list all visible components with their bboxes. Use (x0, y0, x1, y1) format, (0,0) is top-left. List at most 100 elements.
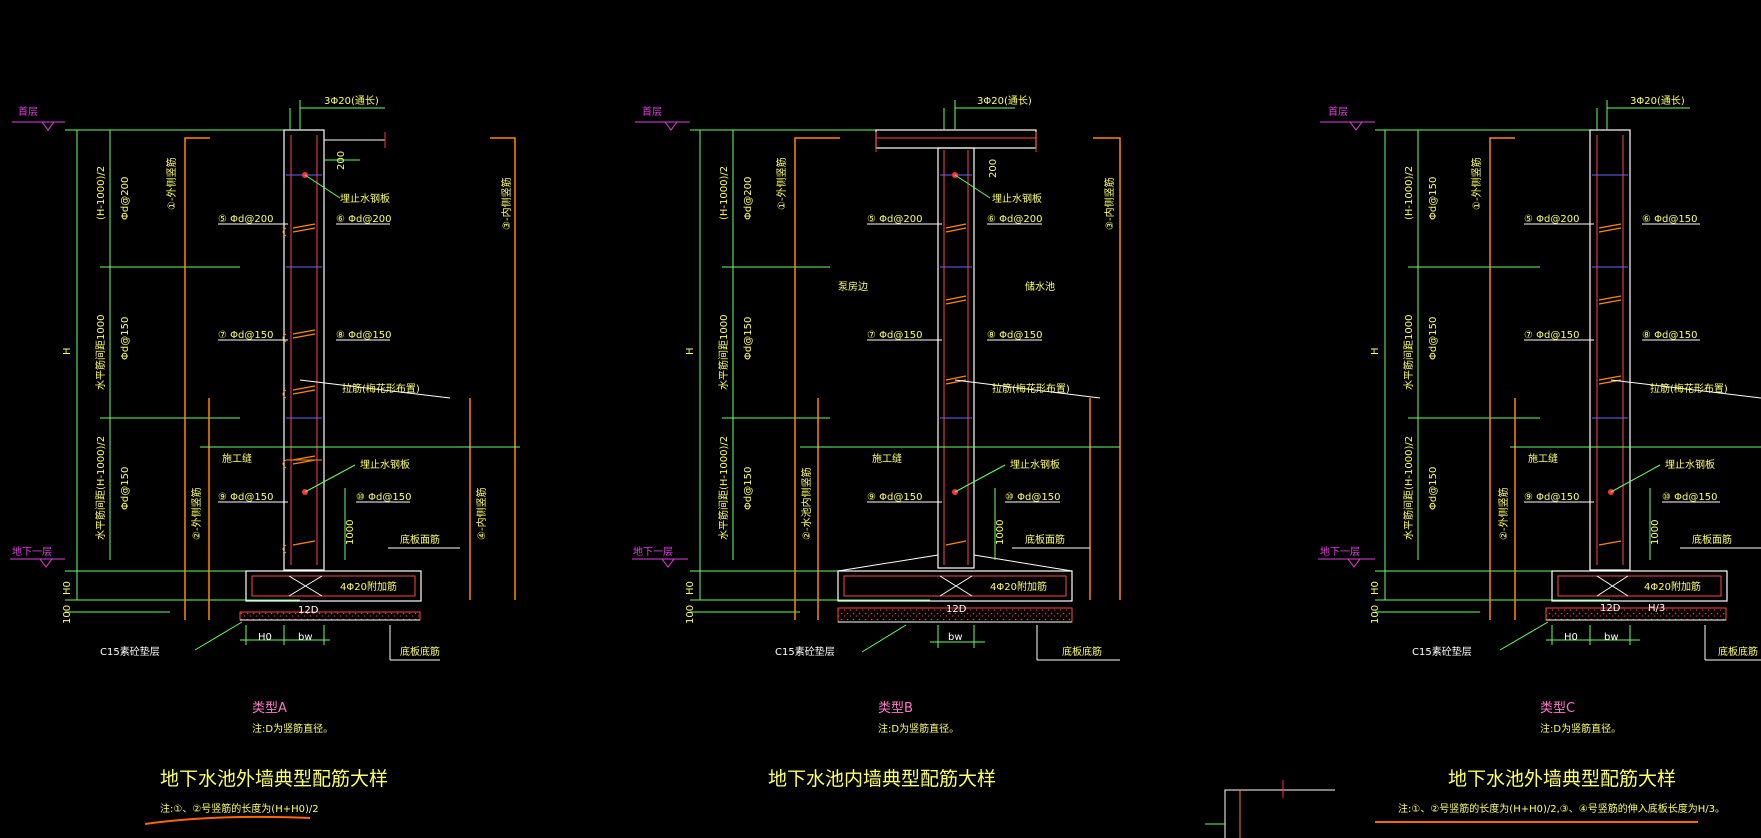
dim-1000: 1000 (345, 520, 356, 545)
dim-12d: 12D (946, 604, 967, 615)
note-d-diameter-a: 注:D为竖筋直径。 (252, 722, 333, 735)
rebar-label-outer-added: ②-外侧竖筋 (190, 487, 203, 540)
rebar-mark-6: ⑩ Φd@150 (1662, 492, 1717, 503)
dim-top-segment: (H-1000)/2 (719, 166, 730, 220)
detail-type-c: 首层 地下一层 H (H-1000)/2 水平筋间距1000 水平筋间距(H-1… (1318, 95, 1761, 823)
dim-mid-segment: 水平筋间距1000 (717, 315, 730, 390)
waterstop-top-label: 埋止水钢板 (340, 192, 390, 205)
rebar-spacing-top: Φd@200 (743, 177, 754, 220)
rebar-label-inner-added: ④-内侧竖筋 (475, 487, 488, 540)
rebar-spacing-bottom: Φd@150 (120, 467, 131, 510)
rebar-mark-5: ⑨ Φd@150 (218, 492, 273, 503)
dim-H: H (685, 347, 696, 355)
rebar-mark-2: ⑥ Φd@150 (1642, 214, 1697, 225)
rebar-label-outer-vertical: ①-外侧竖筋 (775, 157, 788, 210)
side-label-right: 储水池 (1025, 280, 1055, 293)
rebar-mark-2: ⑥ Φd@200 (336, 214, 391, 225)
rebar-spacing-mid: Φd@150 (1428, 317, 1439, 360)
rebar-mark-4: ⑧ Φd@150 (987, 330, 1042, 341)
rebar-mark-1: ⑤ Φd@200 (867, 214, 922, 225)
dim-bottom-segment: 水平筋间距(H-1000)/2 (1402, 436, 1415, 540)
rebar-mark-3: ⑦ Φd@150 (1524, 330, 1579, 341)
type-label-c: 类型C (1540, 701, 1575, 716)
dim-1000: 1000 (1650, 520, 1661, 545)
tie-bar-label: 拉筋(梅花形布置) (342, 382, 420, 395)
waterstop-bottom-label: 埋止水钢板 (1010, 458, 1060, 471)
footing-top-rebar-label: 底板面筋 (1025, 533, 1065, 546)
dim-H0: H0 (62, 581, 73, 595)
level-label-ground: 首层 (18, 105, 38, 118)
rebar-mark-1: ⑤ Φd@200 (1524, 214, 1579, 225)
rebar-mark-6: ⑩ Φd@150 (1005, 492, 1060, 503)
level-label-ground: 首层 (642, 105, 662, 118)
dim-1000: 1000 (995, 520, 1006, 545)
blinding-layer-label: C15素砼垫层 (100, 645, 160, 658)
dim-H-over-3: H/3 (1648, 603, 1665, 614)
rebar-mark-5: ⑨ Φd@150 (1524, 492, 1579, 503)
dim-200: 200 (336, 151, 347, 170)
rebar-label-outer-vertical: ①-外侧竖筋 (1470, 157, 1483, 210)
dim-H0-footing: H0 (258, 632, 272, 643)
dim-100: 100 (1370, 605, 1381, 624)
dim-bottom-segment: 水平筋间距(H-1000)/2 (717, 436, 730, 540)
tie-bar-label: 拉筋(梅花形布置) (1650, 382, 1728, 395)
rebar-mark-3: ⑦ Φd@150 (218, 330, 273, 341)
note-d-diameter-c: 注:D为竖筋直径。 (1540, 722, 1621, 735)
rebar-mark-1: ⑤ Φd@200 (218, 214, 273, 225)
footing-bottom-rebar-label: 底板底筋 (1718, 645, 1758, 658)
rebar-label-outer-added: ②-水池内侧竖筋 (800, 467, 813, 540)
rebar-label-inner-vertical: ③-内侧竖筋 (500, 177, 513, 230)
rebar-mark-4: ⑧ Φd@150 (336, 330, 391, 341)
dim-bottom-segment: 水平筋间距(H-1000)/2 (94, 436, 107, 540)
waterstop-top-label: 埋止水钢板 (992, 192, 1042, 205)
dim-mid-segment: 水平筋间距1000 (1402, 315, 1415, 390)
footing-top-rebar-label: 底板面筋 (1692, 533, 1732, 546)
level-label-basement: 地下一层 (633, 545, 673, 558)
dim-bw: bw (1604, 632, 1619, 643)
footing-added-bar-label: 4Φ20附加筋 (990, 580, 1047, 593)
waterstop-bottom-label: 埋止水钢板 (360, 458, 410, 471)
construction-joint-label: 施工缝 (872, 452, 902, 465)
rebar-spacing-top: Φd@200 (120, 177, 131, 220)
detail-type-a: 首层 地下一层 H (H-1000)/2 水平筋间距1000 水平筋间距(H-1… (10, 95, 520, 825)
partial-detail-fragment (1205, 780, 1335, 838)
drawing-title-b: 地下水池内墙典型配筋大样 (768, 768, 996, 790)
detail-type-b: 首层 地下一层 H (H-1000)/2 水平筋间距1000 水平筋间距(H-1… (632, 95, 1121, 790)
rebar-mark-3: ⑦ Φd@150 (867, 330, 922, 341)
top-bar-label: 3Φ20(通长) (1630, 95, 1685, 107)
dim-top-segment: (H-1000)/2 (96, 166, 107, 220)
drawing-note-c: 注:①、②号竖筋的长度为(H+H0)/2,③、④号竖筋的伸入底板长度为H/3。 (1398, 802, 1725, 815)
dim-12d: 12D (298, 605, 319, 616)
rebar-label-outer-added: ②-外侧竖筋 (1497, 487, 1510, 540)
tie-bar-label: 拉筋(梅花形布置) (992, 382, 1070, 395)
dim-100: 100 (685, 605, 696, 624)
level-label-ground: 首层 (1328, 105, 1348, 118)
rebar-spacing-top: Φd@150 (1428, 177, 1439, 220)
dim-H0-footing: H0 (1564, 632, 1578, 643)
construction-joint-label: 施工缝 (222, 452, 252, 465)
blinding-layer-label: C15素砼垫层 (1412, 645, 1472, 658)
level-label-basement: 地下一层 (12, 545, 52, 558)
rebar-mark-4: ⑧ Φd@150 (1642, 330, 1697, 341)
rebar-spacing-mid: Φd@150 (120, 317, 131, 360)
rebar-spacing-bottom: Φd@150 (1428, 467, 1439, 510)
top-bar-label: 3Φ20(通长) (977, 95, 1032, 107)
drawing-title-a: 地下水池外墙典型配筋大样 (160, 768, 388, 790)
drawing-note-a: 注:①、②号竖筋的长度为(H+H0)/2 (160, 802, 319, 815)
footing-bottom-rebar-label: 底板底筋 (1062, 645, 1102, 658)
top-bar-label: 3Φ20(通长) (324, 95, 379, 107)
rebar-mark-6: ⑩ Φd@150 (356, 492, 411, 503)
side-label-left: 泵房边 (838, 280, 868, 293)
footing-bottom-rebar-label: 底板底筋 (400, 645, 440, 658)
dim-mid-segment: 水平筋间距1000 (94, 315, 107, 390)
blinding-layer-label: C15素砼垫层 (775, 645, 835, 658)
level-label-basement: 地下一层 (1320, 545, 1360, 558)
dim-top-segment: (H-1000)/2 (1404, 166, 1415, 220)
note-d-diameter-b: 注:D为竖筋直径。 (878, 722, 959, 735)
construction-joint-label: 施工缝 (1528, 452, 1558, 465)
dim-12d: 12D (1600, 603, 1621, 614)
dim-H0: H0 (685, 581, 696, 595)
rebar-label-inner-vertical: ③-内侧竖筋 (1103, 177, 1116, 230)
